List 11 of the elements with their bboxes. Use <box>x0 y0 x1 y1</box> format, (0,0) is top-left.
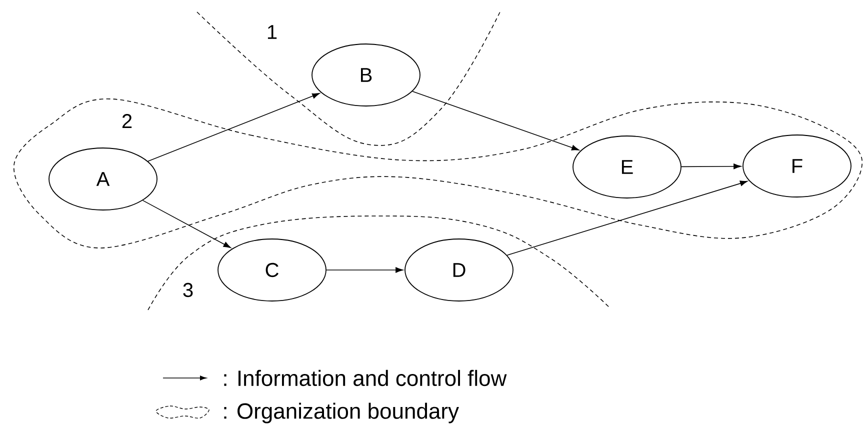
region-number: 1 <box>268 25 277 39</box>
arrow <box>681 164 742 170</box>
arrow <box>326 267 404 273</box>
arrow <box>142 200 231 248</box>
arrow <box>412 90 580 150</box>
region-number: 2 <box>122 114 132 128</box>
legend-text: : Organization boundary <box>224 402 459 424</box>
region-number: 3 <box>183 282 193 298</box>
legend-text: : Information and control flow <box>224 370 507 386</box>
arrow <box>506 180 748 256</box>
arrow <box>148 93 320 162</box>
